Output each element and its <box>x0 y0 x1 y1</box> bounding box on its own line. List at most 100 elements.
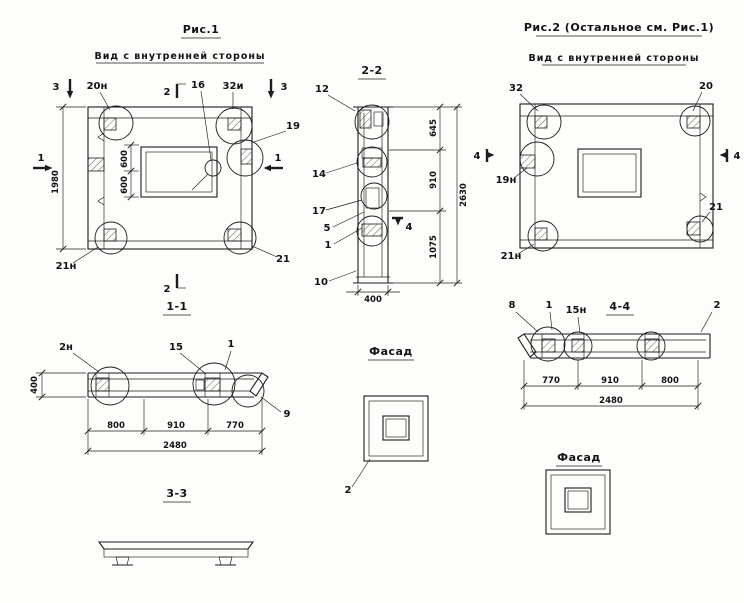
sec22-drawing <box>353 106 393 284</box>
leader-line <box>200 90 212 161</box>
leader-line <box>692 91 703 112</box>
sec11-dimensions: 400 800 910 770 2480 <box>30 369 266 455</box>
dim-2630: 2630 <box>459 183 469 207</box>
section-mark-4-right: 4 <box>734 151 741 162</box>
sec44-title: 4-4 <box>609 300 630 313</box>
leader-line <box>701 211 711 223</box>
sec11-drawing <box>87 372 269 398</box>
sec44-dimensions: 770 910 800 2480 <box>520 360 702 410</box>
label-8: 8 <box>509 300 516 311</box>
label-15n: 15н <box>566 305 587 316</box>
leader-line <box>519 93 539 112</box>
dim-770: 770 <box>226 421 244 431</box>
sec33-drawing <box>97 541 255 566</box>
leader-line <box>325 199 363 211</box>
fig2-panel-outline <box>519 103 714 249</box>
sec44-drawing <box>517 333 711 359</box>
fig1-title: Рис.1 <box>183 23 220 36</box>
sec11-detail-circles <box>90 362 265 408</box>
leader-line <box>515 311 539 333</box>
section-mark-4: 4 <box>406 222 413 233</box>
label-9: 9 <box>284 409 291 420</box>
fig1-detail-circles <box>94 105 264 255</box>
leader-line <box>251 245 278 258</box>
leader-line <box>260 396 282 413</box>
dim-800: 800 <box>107 421 125 431</box>
label-1: 1 <box>546 300 553 311</box>
dim-770: 770 <box>542 376 560 386</box>
section-arrow-icon <box>263 164 271 172</box>
sec22-detail-circles <box>354 104 390 247</box>
section-1-1: 1-1 2н 15 1 <box>30 300 291 455</box>
sec33-title: 3-3 <box>166 487 187 500</box>
leader-line <box>333 227 363 245</box>
dim-1075: 1075 <box>429 235 439 259</box>
section-mark-1-right: 1 <box>275 153 282 164</box>
leader-line <box>253 130 287 143</box>
dim-600-upper: 600 <box>120 150 130 168</box>
facade2-drawing <box>545 469 611 535</box>
leader-line <box>328 270 357 282</box>
dim-600-lower: 600 <box>120 176 130 194</box>
section-arrow-icon <box>66 91 74 99</box>
leader-line <box>332 211 365 228</box>
label-1: 1 <box>228 339 235 350</box>
section-arrow-icon <box>487 151 495 159</box>
leader-line <box>577 316 581 334</box>
dim-800: 800 <box>661 376 679 386</box>
label-19: 19 <box>286 121 300 132</box>
dim-910: 910 <box>429 171 439 189</box>
label-32i: 32и <box>223 81 244 92</box>
figure-1: Рис.1 Вид с внутренней стороны <box>33 23 300 295</box>
fig1-window-opening <box>140 146 222 198</box>
dim-400: 400 <box>30 376 40 394</box>
fig1-subtitle: Вид с внутренней стороны <box>94 51 265 62</box>
fig1-callout-labels: 20н 16 32и 19 21н 21 <box>56 80 300 272</box>
dim-2480: 2480 <box>599 396 623 406</box>
fig1-dimensions: 1980 600 600 <box>51 103 139 253</box>
sec11-callout-labels: 2н 15 1 9 <box>59 339 290 420</box>
fig2-section-marks: 4 4 <box>474 149 741 162</box>
sec44-callout-labels: 8 1 15н 2 <box>509 300 721 334</box>
leader-line <box>513 167 528 179</box>
detail-circle <box>204 159 222 177</box>
figure-2: Рис.2 (Остальное см. Рис.1) Вид с внутре… <box>474 21 741 262</box>
leader-line <box>700 311 713 333</box>
leader-line <box>549 311 553 331</box>
section-arrow-icon <box>719 151 727 159</box>
sec22-section-mark-4: 4 <box>392 216 413 233</box>
facade-1: Фасад 2 <box>345 345 429 496</box>
leader-line <box>351 458 371 488</box>
section-mark-2-top: 2 <box>164 87 171 98</box>
label-20n: 20н <box>87 81 108 92</box>
dim-400: 400 <box>364 295 382 305</box>
label-5: 5 <box>324 223 331 234</box>
label-10: 10 <box>314 277 328 288</box>
leader-line <box>179 352 207 375</box>
label-20: 20 <box>699 81 713 92</box>
sec11-title: 1-1 <box>166 300 187 313</box>
label-17: 17 <box>312 206 326 217</box>
label-2n: 2н <box>59 342 73 353</box>
section-mark-2-bottom: 2 <box>164 284 171 295</box>
label-21: 21 <box>709 202 723 213</box>
label-16: 16 <box>191 80 205 91</box>
section-3-3: 3-3 <box>97 487 255 566</box>
fig1-section-marks: 3 3 2 2 1 1 <box>33 79 288 295</box>
leader-line <box>99 91 111 111</box>
facade1-drawing <box>363 395 429 462</box>
leader-line <box>517 243 535 255</box>
leader-line <box>72 246 99 264</box>
label-14: 14 <box>312 169 326 180</box>
section-2-2: 2-2 12 14 17 <box>312 64 469 305</box>
dim-2480: 2480 <box>163 441 187 451</box>
leader-line <box>72 352 100 373</box>
section-4-4: 4-4 8 1 15н <box>509 300 721 410</box>
section-mark-4-left: 4 <box>474 151 481 162</box>
section-mark-3-right: 3 <box>281 82 288 93</box>
dim-910: 910 <box>601 376 619 386</box>
label-21: 21 <box>276 254 290 265</box>
fig2-window-opening <box>577 148 642 198</box>
